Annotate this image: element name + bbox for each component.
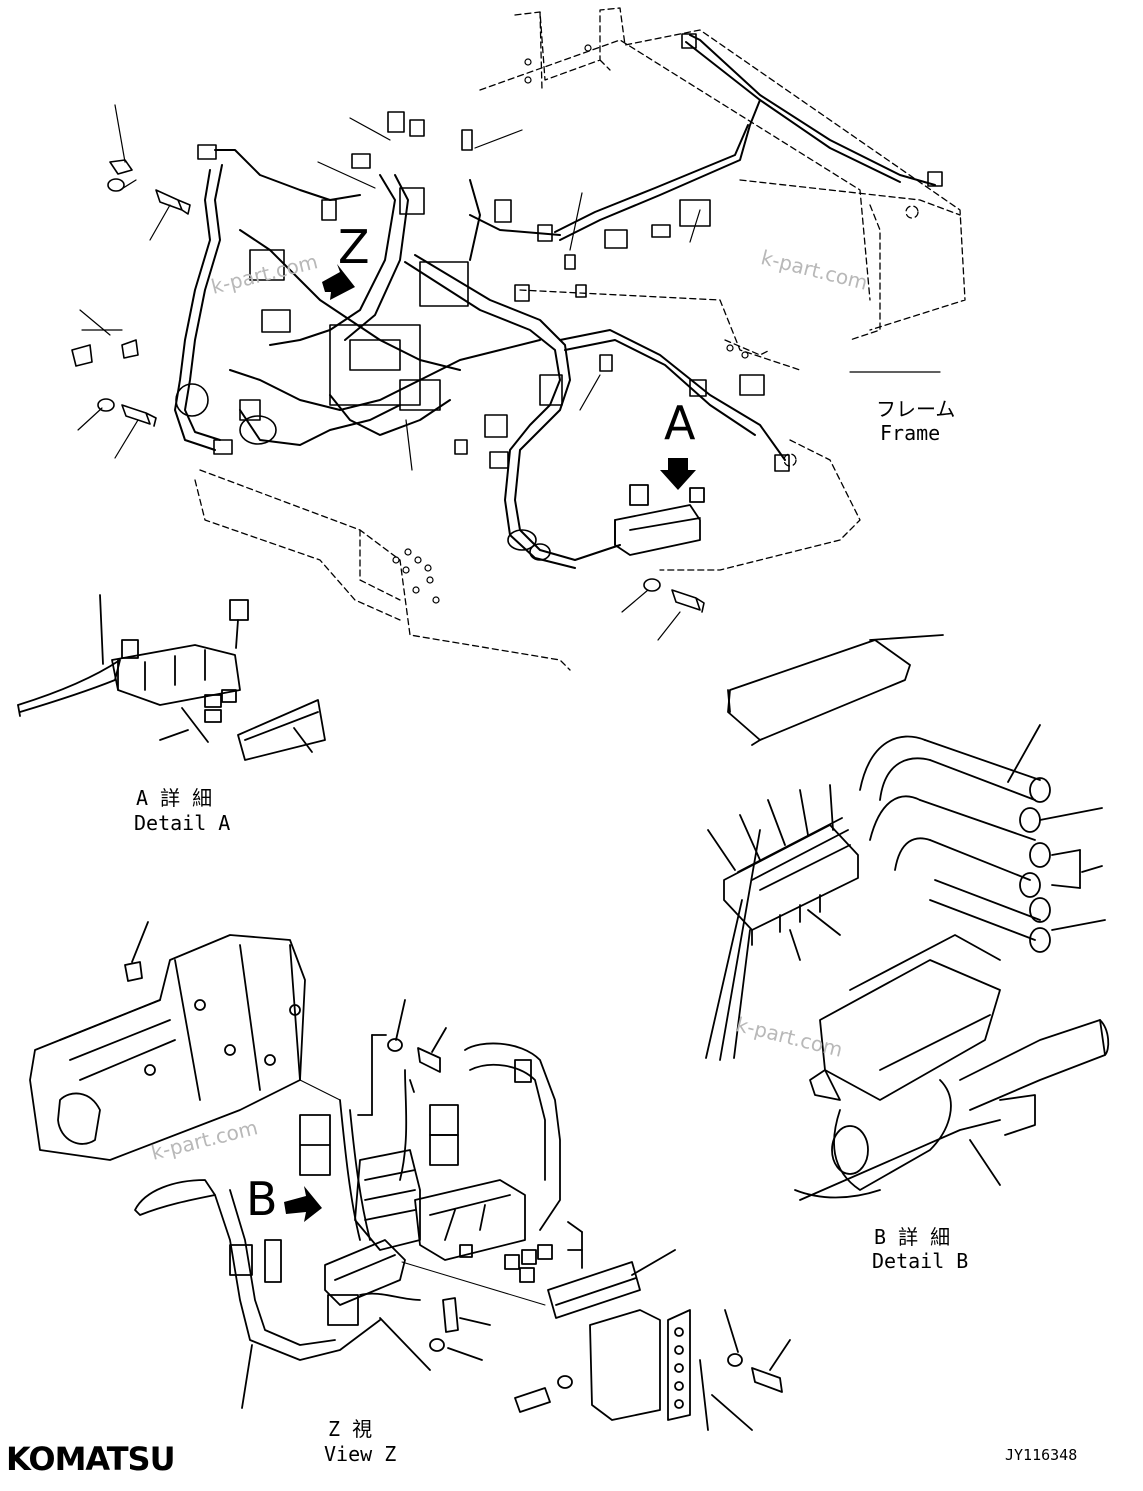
detail-b-label-jp: B 詳 細 [874, 1225, 951, 1249]
detail-a-label-jp: A 詳 細 [136, 786, 213, 810]
detail-b-drawing [705, 634, 1110, 1201]
drawing-code: JY116348 [1005, 1446, 1078, 1464]
arrow-z-icon [322, 264, 355, 300]
view-z-label-jp: Z 視 [328, 1417, 373, 1441]
detail-a-label-en: Detail A [134, 811, 231, 835]
harness-connectors [175, 33, 943, 561]
view-letter-a: A [664, 396, 696, 450]
frame-outline [194, 7, 966, 671]
view-letter-b: B [246, 1172, 278, 1226]
arrow-a-icon [660, 458, 696, 490]
komatsu-logo: KOMATSU [6, 1440, 176, 1478]
frame-label-en: Frame [880, 421, 941, 445]
detail-b-label-en: Detail B [872, 1249, 969, 1273]
main-harness [174, 34, 936, 569]
leader-lines-main [77, 104, 941, 641]
detail-a-drawing [17, 594, 326, 761]
arrow-b-icon [284, 1186, 322, 1222]
fuse-box-main [614, 484, 705, 556]
view-z-label-en: View Z [324, 1442, 397, 1466]
frame-label-jp: フレーム [876, 397, 956, 421]
view-z-drawing [29, 921, 791, 1431]
view-letter-z: Z [338, 220, 370, 274]
fasteners-main [71, 159, 705, 613]
frame-holes [392, 44, 749, 604]
